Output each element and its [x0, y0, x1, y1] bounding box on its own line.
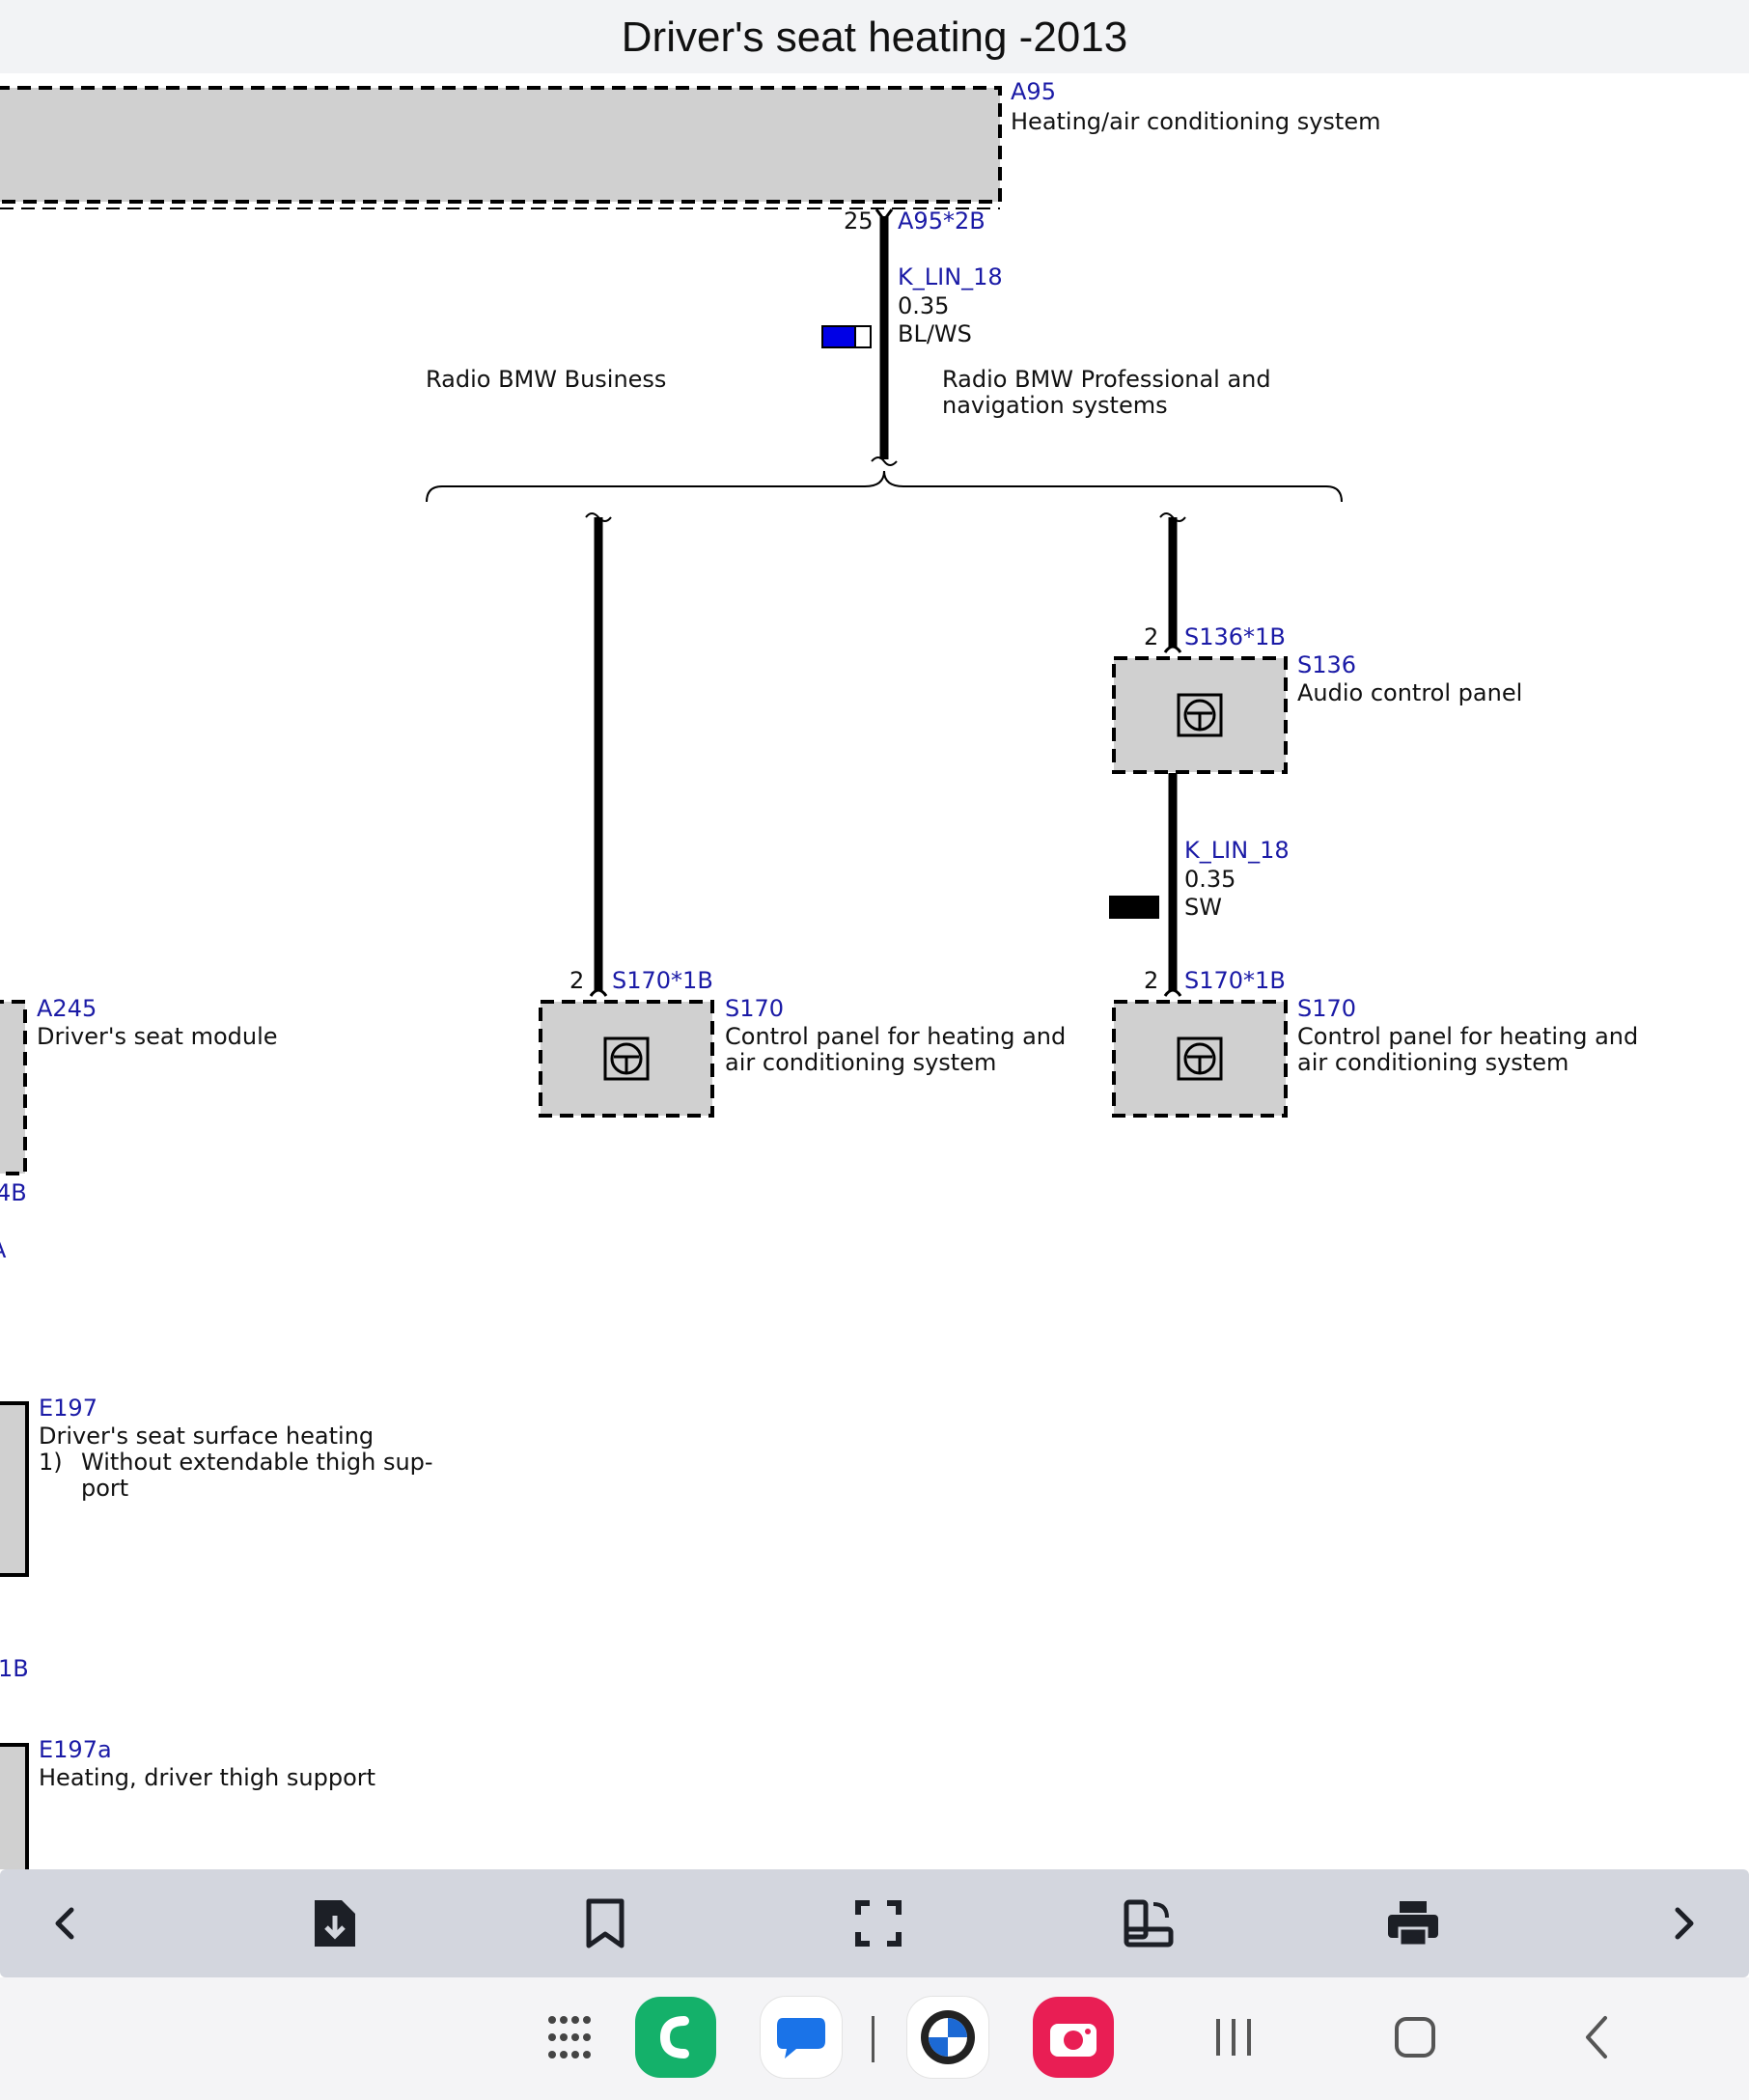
s170-right-name-line2: air conditioning system — [1297, 1049, 1569, 1076]
steering-wheel-switch-icon — [1177, 1036, 1223, 1081]
s170-right-connector-symbol — [1163, 988, 1182, 997]
wire-s136-gauge: 0.35 — [1184, 866, 1235, 893]
previous-page-button[interactable] — [12, 1869, 120, 1977]
system-navigation-bar — [0, 1977, 1749, 2100]
s136-connector-symbol — [1163, 645, 1182, 653]
variant-left-label: Radio BMW Business — [426, 366, 666, 393]
print-button[interactable] — [1359, 1869, 1467, 1977]
download-button[interactable] — [281, 1869, 389, 1977]
a95-connector-id: A95*2B — [898, 207, 986, 235]
camera-app-icon — [1033, 1997, 1114, 2078]
steering-wheel-switch-icon — [603, 1036, 650, 1081]
wire-s136-color: SW — [1184, 894, 1222, 921]
s136-component[interactable] — [1112, 656, 1288, 774]
e197a-id: E197a — [39, 1736, 112, 1763]
s136-name: Audio control panel — [1297, 679, 1522, 706]
page-title: Driver's seat heating -2013 — [621, 14, 1128, 61]
variant-brace — [426, 470, 1343, 503]
bookmark-button[interactable] — [551, 1869, 659, 1977]
a245-component[interactable] — [0, 1000, 27, 1175]
wiring-diagram: A95 Heating/air conditioning system 25 A… — [0, 78, 1638, 1869]
s170-right-component[interactable] — [1112, 1000, 1288, 1118]
download-icon — [315, 1900, 355, 1947]
home-icon — [1395, 2017, 1435, 2058]
s170-left-component[interactable] — [539, 1000, 714, 1118]
a245-name: Driver's seat module — [37, 1023, 278, 1050]
e197-note-number: 1) — [39, 1449, 63, 1476]
variant-right-label-line1: Radio BMW Professional and — [942, 366, 1271, 393]
app-drawer-button[interactable] — [523, 1991, 616, 2084]
a245-connector-fragment: 4B — [0, 1179, 27, 1206]
print-icon — [1388, 1901, 1438, 1948]
wire-s136-color-swatch — [1109, 896, 1159, 919]
s170-right-id: S170 — [1297, 995, 1356, 1022]
s170-left-connector-symbol — [589, 988, 608, 997]
s170-left-id: S170 — [725, 995, 784, 1022]
fullscreen-icon — [855, 1900, 902, 1947]
back-icon — [1586, 2016, 1607, 2059]
messages-app-button[interactable] — [755, 1991, 847, 2084]
home-button[interactable] — [1369, 1991, 1461, 2084]
fullscreen-button[interactable] — [824, 1869, 932, 1977]
chevron-left-icon — [55, 1907, 74, 1940]
wire-s136-signal: K_LIN_18 — [1184, 837, 1290, 864]
wire-top-gauge: 0.35 — [898, 292, 949, 319]
phone-app-icon — [635, 1997, 716, 2078]
messages-app-icon — [761, 1997, 842, 2078]
bmw-app-button[interactable] — [902, 1991, 994, 2084]
s170-left-name-line2: air conditioning system — [725, 1049, 996, 1076]
wire-break-symbol — [871, 456, 898, 466]
e197a-name: Heating, driver thigh support — [39, 1764, 375, 1791]
back-button[interactable] — [1550, 1991, 1643, 2084]
s170-left-connector-id: S170*1B — [612, 967, 713, 994]
steering-wheel-switch-icon — [1177, 693, 1223, 737]
a245-id: A245 — [37, 995, 97, 1022]
a95-id: A95 — [1011, 78, 1056, 105]
s136-id: S136 — [1297, 651, 1356, 678]
e197-connector-fragment: 1B — [0, 1655, 29, 1682]
variant-right-label-line2: navigation systems — [942, 392, 1168, 419]
next-page-button[interactable] — [1629, 1869, 1737, 1977]
e197a-component[interactable] — [0, 1743, 29, 1869]
bmw-app-icon — [907, 1997, 988, 2078]
e197-name: Driver's seat surface heating — [39, 1423, 374, 1450]
e197-component[interactable] — [0, 1401, 29, 1577]
recents-icon — [1216, 2019, 1251, 2056]
dock-divider — [872, 2016, 874, 2062]
e197-id: E197 — [39, 1395, 97, 1422]
bookmark-icon — [586, 1898, 625, 1948]
document-toolbar — [0, 1869, 1749, 1977]
wire-top-color-swatch — [821, 325, 872, 348]
rotate-page-icon — [1124, 1899, 1174, 1948]
s170-left-name-line1: Control panel for heating and — [725, 1023, 1066, 1050]
recents-button[interactable] — [1187, 1991, 1280, 2084]
wire-top-signal: K_LIN_18 — [898, 263, 1003, 290]
e197-note-line1: Without extendable thigh sup- — [81, 1449, 433, 1476]
page-header: Driver's seat heating -2013 — [0, 0, 1749, 73]
a95-connector-pin: 25 — [844, 207, 874, 235]
a245-line-fragment: A — [0, 1236, 7, 1263]
chevron-right-icon — [1675, 1907, 1694, 1940]
s170-left-connector-pin: 2 — [569, 967, 584, 994]
s136-connector-id: S136*1B — [1184, 623, 1286, 650]
rotate-page-button[interactable] — [1095, 1869, 1203, 1977]
app-drawer-icon — [548, 2016, 591, 2059]
e197-note-line2: port — [81, 1475, 128, 1502]
s170-right-name-line1: Control panel for heating and — [1297, 1023, 1638, 1050]
s136-connector-pin: 2 — [1144, 623, 1158, 650]
a95-component[interactable] — [0, 86, 1002, 209]
camera-app-button[interactable] — [1027, 1991, 1120, 2084]
wire-top-color: BL/WS — [898, 320, 972, 347]
a95-name: Heating/air conditioning system — [1011, 108, 1380, 135]
s170-right-connector-pin: 2 — [1144, 967, 1158, 994]
s170-right-connector-id: S170*1B — [1184, 967, 1286, 994]
phone-app-button[interactable] — [629, 1991, 722, 2084]
